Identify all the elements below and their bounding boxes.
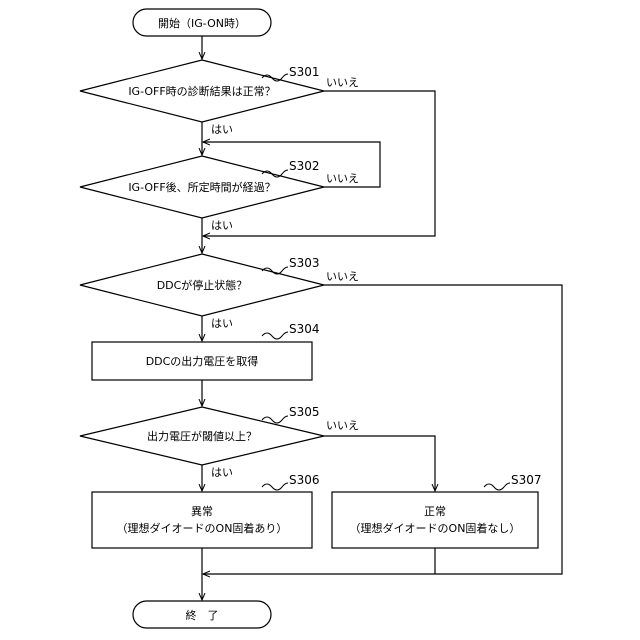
s306-leader <box>262 483 288 490</box>
s305-yes-label: はい <box>211 466 233 479</box>
decision-s305-text: 出力電圧が閾値以上？ <box>147 429 257 443</box>
s302-yes-label: はい <box>211 219 233 232</box>
decision-s303-text: DDCが停止状態？ <box>157 278 248 292</box>
start-label: 開始（IG-ON時） <box>158 16 246 30</box>
end-terminal: 終 了 <box>133 601 271 628</box>
decision-s303: DDCが停止状態？ S303 いいえ はい <box>80 254 359 330</box>
s307-id: S307 <box>511 473 542 487</box>
s305-id: S305 <box>289 405 320 419</box>
s304-leader <box>262 332 288 339</box>
s302-no-label: いいえ <box>326 172 359 185</box>
process-s307-line2: （理想ダイオードのON固着なし） <box>350 521 521 535</box>
process-s306-line2: （理想ダイオードのON固着あり） <box>117 521 288 535</box>
s302-id: S302 <box>289 159 320 173</box>
decision-s301-text: IG-OFF時の診断結果は正常？ <box>128 84 275 98</box>
process-s304: DDCの出力電圧を取得 S304 <box>92 322 320 380</box>
s305-no-label: いいえ <box>326 419 359 432</box>
process-s307: 正常 （理想ダイオードのON固着なし） S307 <box>332 473 542 548</box>
s301-id: S301 <box>289 65 320 79</box>
process-s306: 異常 （理想ダイオードのON固着あり） S306 <box>92 473 320 548</box>
s307-leader <box>484 483 510 490</box>
s303-id: S303 <box>289 256 320 270</box>
s303-no-label: いいえ <box>326 270 359 283</box>
process-s306-line1: 異常 <box>191 505 213 518</box>
decision-s301: IG-OFF時の診断結果は正常？ S301 いいえ はい <box>80 60 359 136</box>
process-s304-text: DDCの出力電圧を取得 <box>146 354 259 368</box>
s306-id: S306 <box>289 473 320 487</box>
s301-no-label: いいえ <box>326 76 359 89</box>
s304-id: S304 <box>289 322 320 336</box>
s303-yes-label: はい <box>211 317 233 330</box>
decision-s305: 出力電圧が閾値以上？ S305 いいえ はい <box>80 405 359 479</box>
decision-s302-text: IG-OFF後、所定時間が経過？ <box>128 180 275 194</box>
s301-yes-label: はい <box>211 123 233 136</box>
end-label: 終 了 <box>186 608 219 622</box>
arrow-s305-s307 <box>324 436 435 491</box>
start-terminal: 開始（IG-ON時） <box>133 9 271 36</box>
decision-s302: IG-OFF後、所定時間が経過？ S302 いいえ はい <box>80 156 359 232</box>
process-s307-line1: 正常 <box>424 505 446 518</box>
